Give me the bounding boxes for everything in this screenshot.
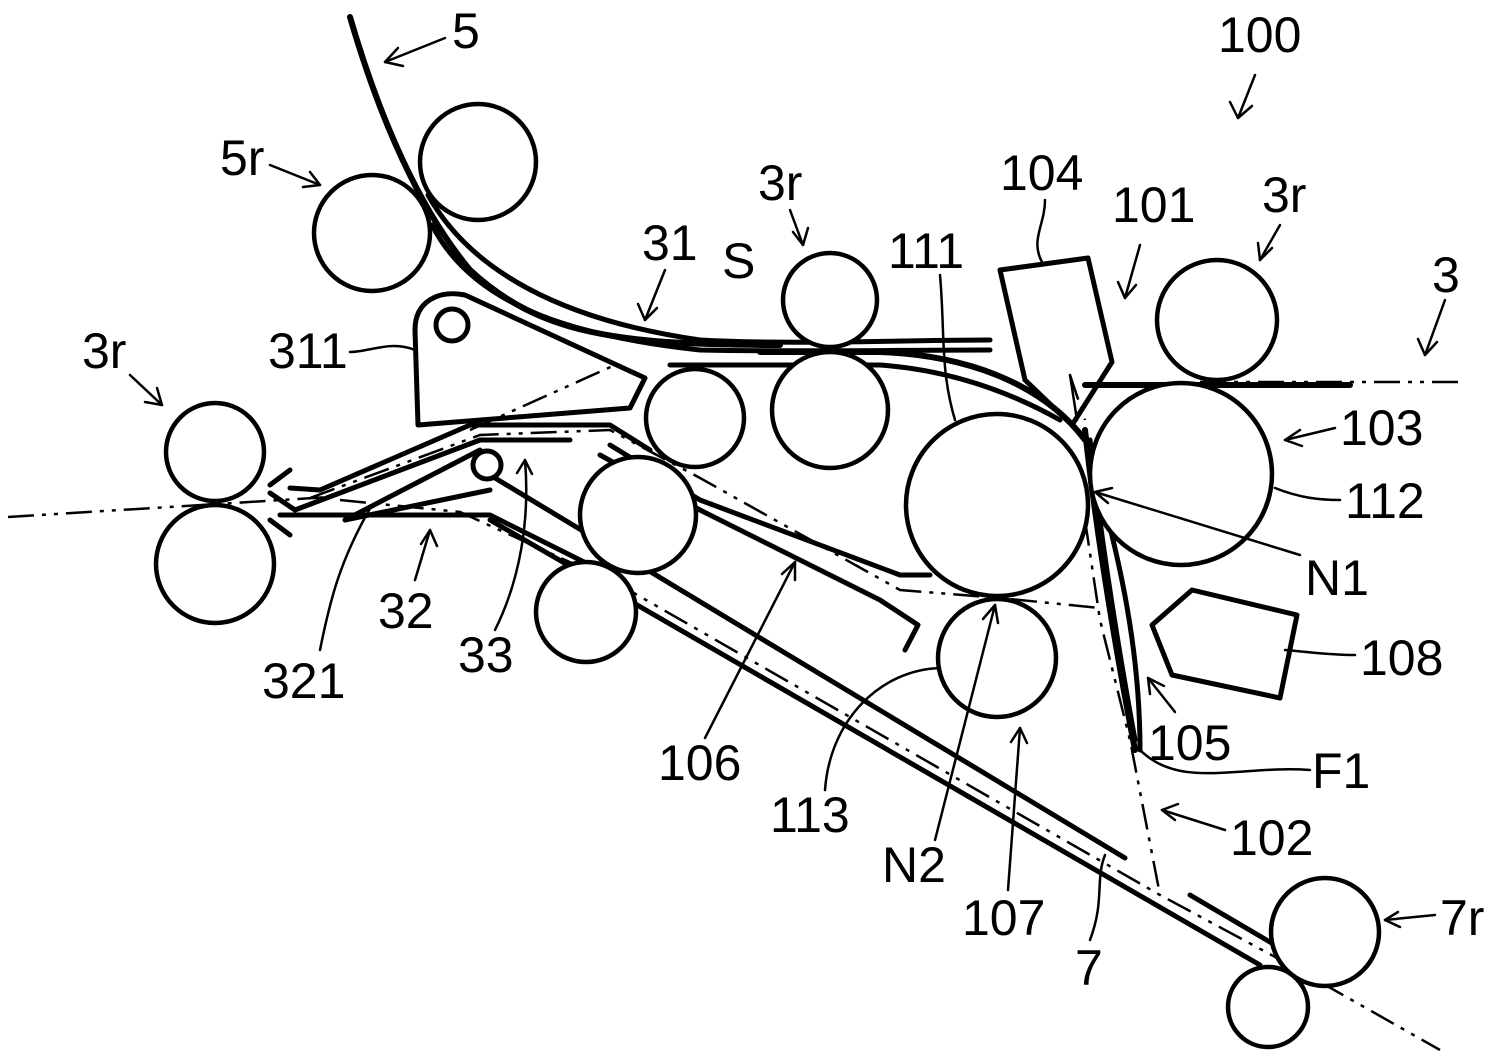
label-5: 5: [452, 3, 480, 59]
label-113: 113: [770, 787, 850, 843]
label-106: 106: [658, 735, 741, 791]
roller-3r-left-upper: [166, 403, 264, 501]
label-S: S: [722, 233, 755, 289]
roller-5r-lower: [314, 175, 430, 291]
roller-middle-c: [536, 562, 636, 662]
label-111: 111: [888, 223, 964, 279]
roller-middle-b: [580, 457, 696, 573]
roller-3r-right: [1157, 260, 1277, 380]
roller-7r-lower: [1228, 967, 1308, 1047]
label-321: 321: [262, 653, 345, 709]
label-108: 108: [1360, 630, 1443, 686]
label-101: 101: [1112, 177, 1195, 233]
label-104: 104: [1000, 145, 1083, 201]
roller-middle-a: [646, 369, 744, 467]
label-3r-left: 3r: [82, 323, 126, 379]
label-31: 31: [642, 215, 698, 271]
label-105: 105: [1148, 715, 1231, 771]
block-108: [1152, 590, 1297, 698]
label-N1: N1: [1305, 550, 1369, 606]
roller-3r-top-upper: [783, 253, 877, 347]
label-F1: F1: [1312, 743, 1370, 799]
roller-5r-upper: [420, 104, 536, 220]
label-103: 103: [1340, 400, 1423, 456]
label-33: 33: [458, 627, 514, 683]
label-32: 32: [378, 583, 434, 639]
label-311: 311: [268, 323, 348, 379]
label-7r: 7r: [1440, 890, 1484, 946]
label-100: 100: [1218, 7, 1301, 63]
label-102: 102: [1230, 810, 1313, 866]
label-107: 107: [962, 890, 1045, 946]
roller-111: [906, 414, 1088, 596]
label-N2: N2: [882, 837, 946, 893]
label-3: 3: [1432, 247, 1460, 303]
label-3r-right: 3r: [1262, 167, 1306, 223]
roller-3r-left-lower: [156, 505, 274, 623]
label-7: 7: [1075, 940, 1103, 996]
label-112: 112: [1345, 473, 1425, 529]
label-5r: 5r: [220, 130, 264, 186]
label-3r-top: 3r: [758, 155, 802, 211]
reference-labels: 5 100 5r 3r 104 101 3r 31 S 111 3 3r 311…: [82, 3, 1484, 996]
roller-3r-top-lower: [772, 352, 888, 468]
